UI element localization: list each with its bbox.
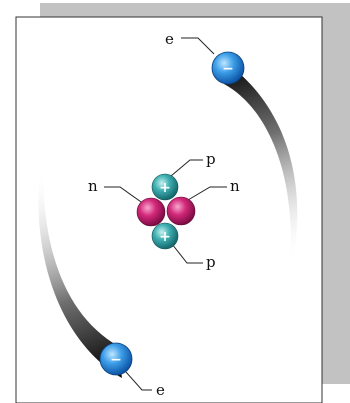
electron-bottom-label: e [156,381,165,399]
electron-top-label: e [165,30,174,48]
neutron-right-label: n [230,177,240,195]
proton-top-label: p [206,150,216,168]
proton-top-symbol: + [159,180,171,196]
neutron-right-sphere [167,197,195,225]
proton-bottom-symbol: + [159,229,171,245]
electron-bottom-symbol: − [110,352,122,368]
electron-top-symbol: − [222,61,234,77]
neutron-left-sphere [137,198,165,226]
proton-bottom-label: p [206,253,216,271]
neutron-left-label: n [88,177,98,195]
